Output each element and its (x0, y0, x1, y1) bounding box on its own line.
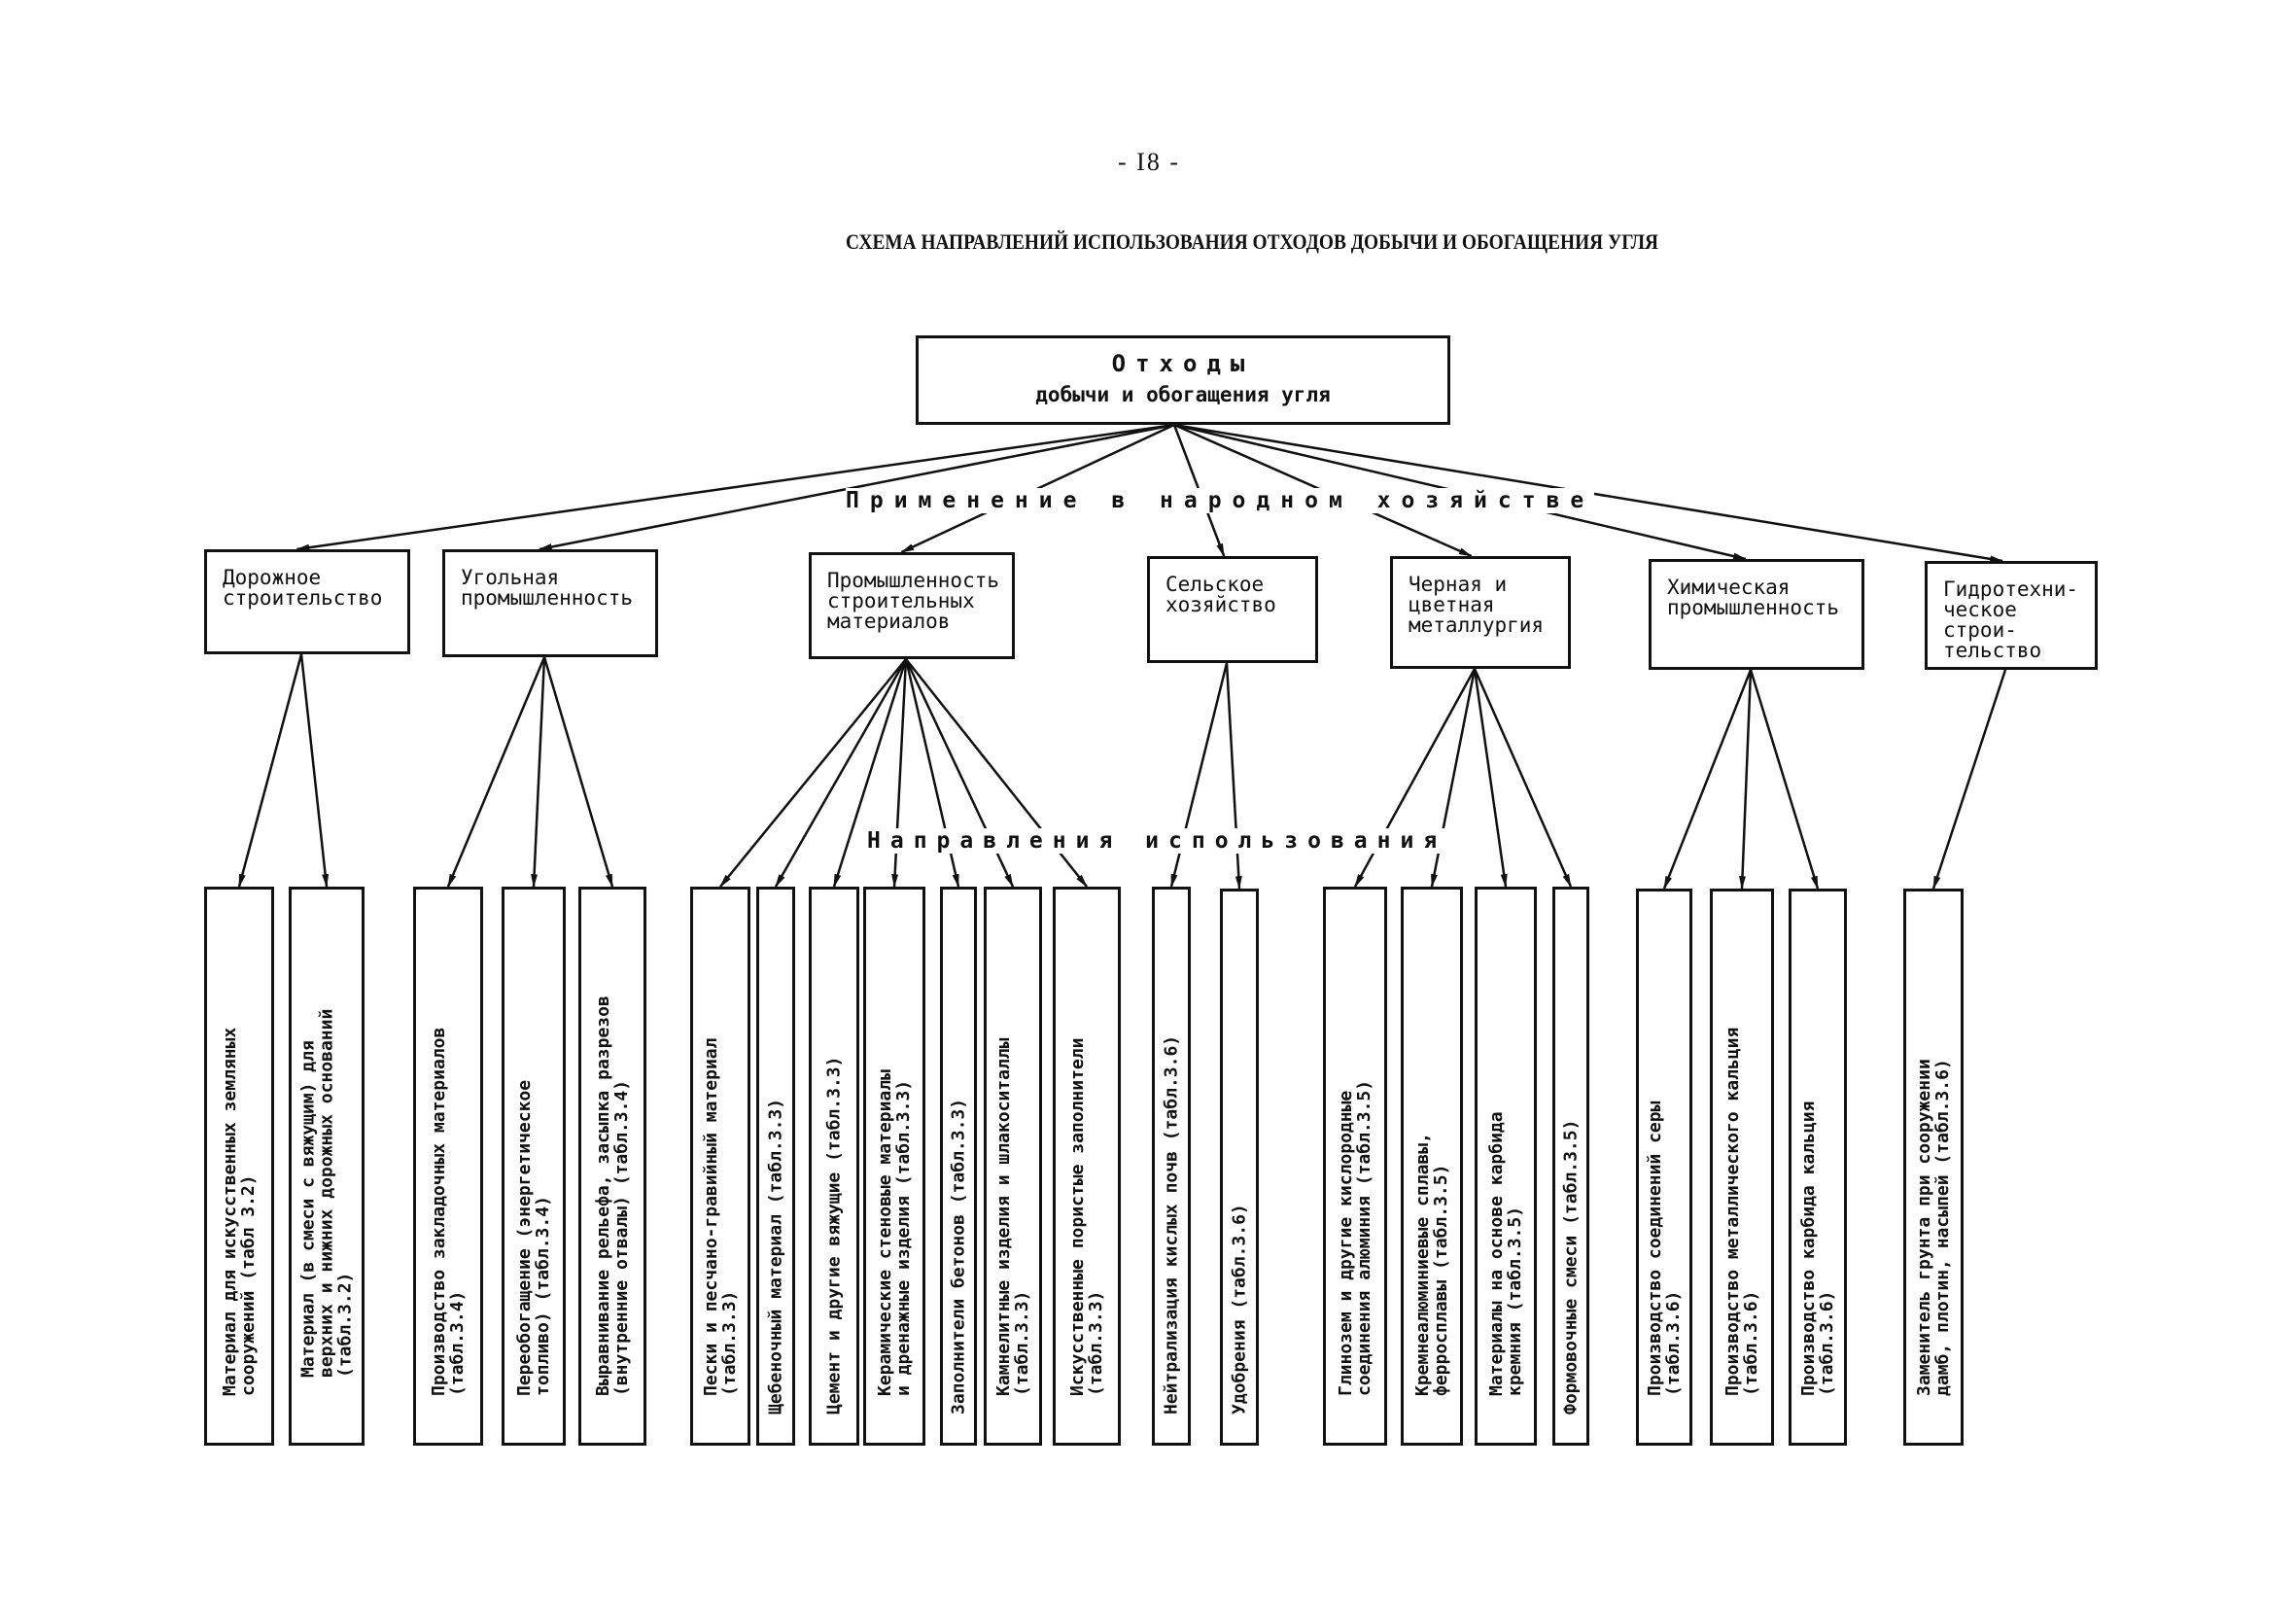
direction-node: Формовочные смеси (табл.3.5) (1552, 887, 1589, 1446)
direction-label: Искусственные пористые заполнители (табл… (1067, 1037, 1106, 1396)
direction-node: Щебеночный материал (табл.3.3) (756, 887, 795, 1446)
category-node: Гидротехни- ческое строи- тельство (1925, 561, 2098, 670)
direction-label: Заполнители бетонов (табл.3.3) (948, 1098, 969, 1415)
direction-node: Кремнеалюминиевые сплавы, ферросплавы (т… (1401, 887, 1463, 1446)
direction-node: Переобогащение (энергетическое топливо) … (502, 887, 566, 1446)
direction-label: Щебеночный материал (табл.3.3) (765, 1098, 786, 1415)
direction-label: Формовочные смеси (табл.3.5) (1560, 1119, 1582, 1415)
arrow-root-to-category (296, 423, 1175, 551)
direction-node: Производство металлического кальция (таб… (1710, 889, 1774, 1446)
label-application: Применение в народном хозяйстве (846, 488, 1595, 513)
category-node: Черная и цветная металлургия (1390, 556, 1571, 669)
direction-label: Материал для искусственных земляных соор… (220, 1027, 259, 1396)
arrow-category-to-direction (719, 658, 907, 888)
direction-node: Глинозем и другие кислородные соединения… (1323, 887, 1387, 1446)
category-node: Угольная промышленность (442, 549, 658, 657)
direction-label: Удобрения (табл.3.6) (1229, 1204, 1250, 1415)
direction-node: Цемент и другие вяжущие (табл.3.3) (809, 887, 859, 1446)
arrow-category-to-direction (1473, 668, 1508, 889)
direction-node: Камнелитные изделия и шлакоситаллы (табл… (984, 887, 1042, 1446)
arrow-category-to-direction (774, 658, 908, 889)
arrow-category-to-direction (446, 656, 546, 889)
page-number: - I8 - (1118, 148, 1180, 176)
arrow-category-to-direction (1739, 669, 1753, 891)
category-node: Сельское хозяйство (1147, 556, 1318, 663)
arrow-category-to-direction (1473, 668, 1573, 889)
direction-label: Кремнеалюминиевые сплавы, ферросплавы (т… (1412, 1133, 1451, 1396)
category-label: Сельское хозяйство (1165, 573, 1276, 616)
arrow-category-to-direction (237, 653, 303, 889)
arrow-category-to-direction (832, 658, 908, 889)
label-directions: Направления использования (867, 828, 1447, 854)
arrow-category-to-direction (531, 656, 546, 889)
direction-label: Цемент и другие вяжущие (табл.3.3) (823, 1056, 845, 1415)
direction-label: Производство закладочных материалов (таб… (429, 1027, 468, 1396)
direction-label: Выравнивание рельефа, засыпка разрезов (… (593, 996, 632, 1396)
direction-node: Керамические стеновые материалы и дренаж… (863, 887, 925, 1446)
direction-node: Выравнивание рельефа, засыпка разрезов (… (578, 887, 646, 1446)
direction-label: Производство карбида кальция (табл.3.6) (1798, 1101, 1837, 1396)
direction-node: Заменитель грунта при сооружении дамб, п… (1903, 889, 1964, 1446)
direction-node: Нейтрализация кислых почв (табл.3.6) (1152, 887, 1191, 1446)
direction-label: Глинозем и другие кислородные соединения… (1336, 1079, 1374, 1396)
direction-label: Производство соединений серы (табл.3.6) (1645, 1101, 1684, 1396)
arrow-category-to-direction (299, 653, 330, 889)
root-subtitle: добычи и обогащения угля (1035, 383, 1331, 406)
direction-label: Заменитель грунта при сооружении дамб, п… (1914, 1059, 1953, 1396)
root-title: Отходы (1111, 350, 1255, 377)
category-node: Промышленность строительных материалов (809, 552, 1015, 659)
direction-node: Производство закладочных материалов (таб… (413, 887, 483, 1446)
direction-label: Производство металлического кальция (таб… (1722, 1027, 1761, 1396)
direction-node: Производство карбида кальция (табл.3.6) (1789, 889, 1847, 1446)
arrow-category-to-direction (542, 656, 614, 889)
arrow-category-to-direction (1225, 662, 1242, 891)
direction-node: Производство соединений серы (табл.3.6) (1636, 889, 1692, 1446)
direction-node: Материал для искусственных земляных соор… (204, 887, 274, 1446)
direction-label: Материал (в смеси с вяжущим) для верхних… (297, 1008, 356, 1378)
category-node: Дорожное строительство (204, 549, 410, 654)
direction-node: Удобрения (табл.3.6) (1220, 889, 1259, 1446)
direction-label: Материалы на основе карбида кремния (таб… (1486, 1111, 1525, 1396)
direction-label: Керамические стеновые материалы и дренаж… (875, 1069, 914, 1396)
arrow-category-to-direction (1662, 669, 1753, 891)
arrow-root-to-category (538, 423, 1175, 551)
direction-node: Материал (в смеси с вяжущим) для верхних… (289, 887, 365, 1446)
category-label: Промышленность строительных материалов (827, 569, 1000, 633)
root-node: Отходы добычи и обогащения угля (916, 335, 1450, 425)
direction-label: Переобогащение (энергетическое топливо) … (514, 1079, 553, 1396)
arrow-category-to-direction (1353, 668, 1477, 889)
direction-label: Нейтрализация кислых почв (табл.3.6) (1161, 1034, 1182, 1415)
category-label: Угольная промышленность (461, 566, 634, 610)
direction-node: Заполнители бетонов (табл.3.3) (940, 887, 977, 1446)
category-label: Черная и цветная металлургия (1409, 573, 1545, 637)
category-label: Химическая промышленность (1667, 576, 1840, 619)
arrow-category-to-direction (1931, 669, 2007, 891)
direction-label: Камнелитные изделия и шлакоситаллы (табл… (993, 1037, 1032, 1396)
category-node: Химическая промышленность (1649, 559, 1864, 670)
direction-node: Пески и песчано-гравийный материал (табл… (690, 887, 750, 1446)
direction-label: Пески и песчано-гравийный материал (табл… (701, 1037, 740, 1396)
arrow-category-to-direction (1430, 668, 1477, 889)
direction-node: Материалы на основе карбида кремния (таб… (1475, 887, 1537, 1446)
diagram-title: СХЕМА НАПРАВЛЕНИЙ ИСПОЛЬЗОВАНИЯ ОТХОДОВ … (846, 229, 1659, 254)
direction-node: Искусственные пористые заполнители (табл… (1053, 887, 1121, 1446)
category-label: Гидротехни- ческое строи- тельство (1943, 577, 2079, 662)
category-label: Дорожное строительство (223, 566, 383, 610)
arrow-category-to-direction (1749, 669, 1820, 891)
